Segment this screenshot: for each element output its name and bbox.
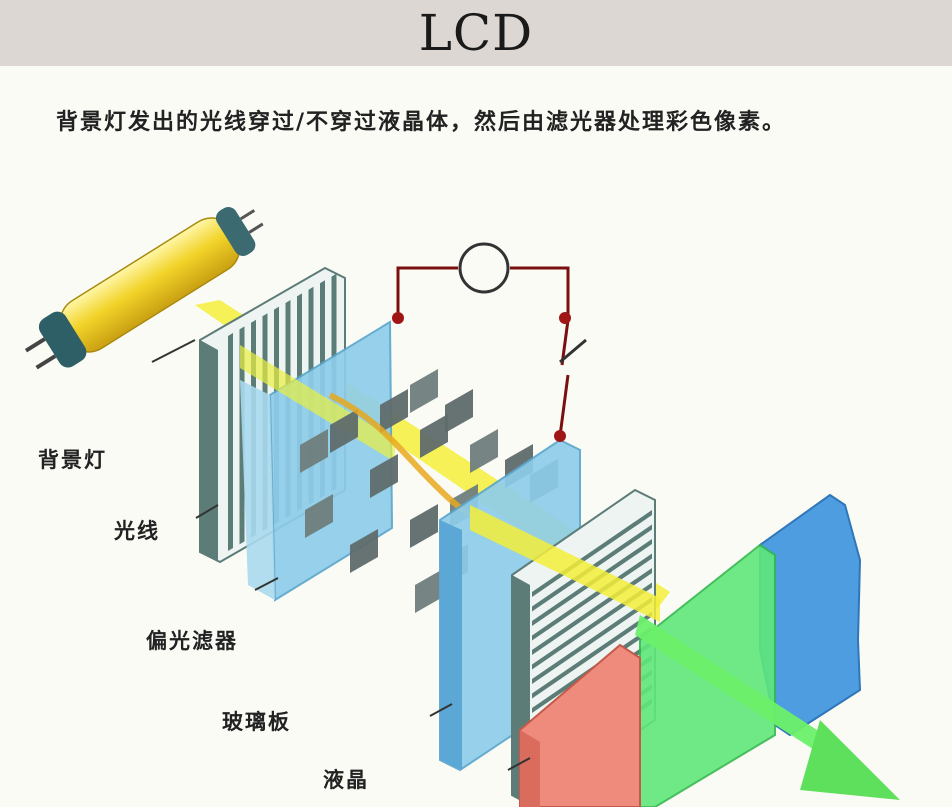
label-polarizer: 偏光滤器 bbox=[146, 629, 238, 653]
description-text: 背景灯发出的光线穿过/不穿过液晶体，然后由滤光器处理彩色像素。 bbox=[56, 110, 787, 135]
label-glass-plate: 玻璃板 bbox=[222, 710, 291, 734]
label-liquid-crystal: 液晶 bbox=[323, 768, 369, 792]
label-light: 光线 bbox=[114, 519, 160, 543]
label-backlight: 背景灯 bbox=[38, 448, 107, 472]
liquid-crystal-molecules bbox=[300, 369, 558, 613]
output-light-arrow bbox=[635, 615, 900, 800]
color-filter-red bbox=[519, 643, 641, 807]
ac-source-icon bbox=[458, 242, 510, 294]
leader-lines bbox=[151, 339, 531, 771]
switch-icon bbox=[559, 338, 587, 364]
backlight-tube bbox=[24, 207, 264, 370]
page-title: LCD bbox=[418, 4, 534, 62]
title-bar bbox=[0, 0, 952, 66]
